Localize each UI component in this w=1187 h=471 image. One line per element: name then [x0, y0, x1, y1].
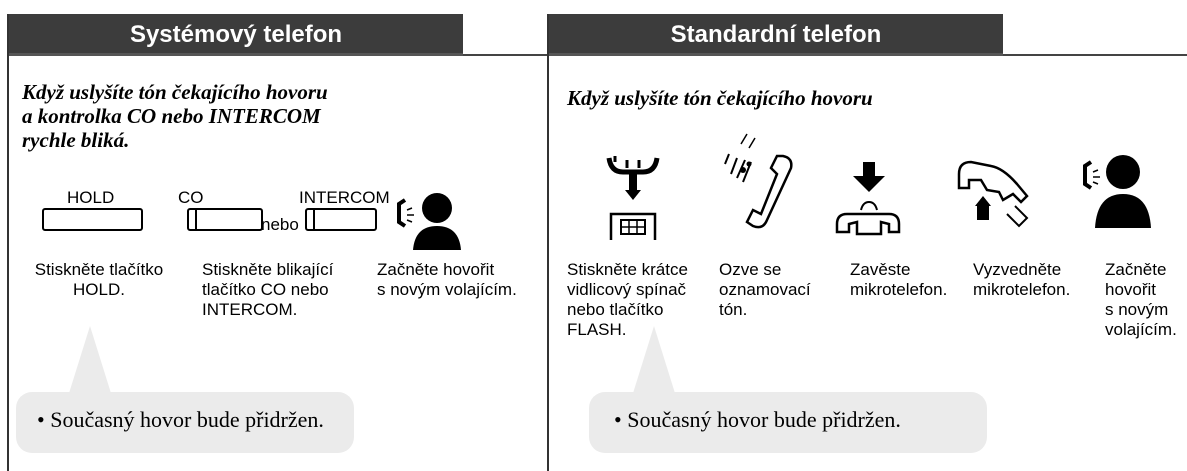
step-co: Stiskněte blikající tlačítko CO nebo INT…	[202, 260, 333, 320]
hold-label: HOLD	[67, 188, 115, 207]
caption-line: Ozve se	[719, 260, 782, 279]
caption-line: tlačítko CO nebo	[202, 280, 329, 299]
caption-line: FLASH.	[567, 320, 627, 339]
intercom-label: INTERCOM	[299, 188, 390, 207]
step-pick-up: Vyzvedněte mikrotelefon.	[973, 260, 1070, 300]
caption-line: HOLD.	[73, 280, 125, 299]
step-dial-tone: Ozve se oznamovací tón.	[719, 260, 811, 320]
caption-line: tón.	[719, 300, 748, 319]
caption-line: Stiskněte krátce	[567, 260, 688, 279]
caption-line: Začněte	[1105, 260, 1167, 279]
header-rule	[463, 54, 547, 56]
system-phone-panel: Systémový telefon Když uslyšíte tón čeka…	[7, 14, 547, 471]
caption-line: hovořit	[1105, 280, 1157, 299]
intro-line: rychle bliká.	[22, 128, 130, 152]
hook-switch-icon	[606, 156, 660, 240]
caption-line: Zavěste	[850, 260, 911, 279]
step-talk: Začněte hovořit s novým volajícím.	[377, 260, 517, 300]
hang-up-icon	[835, 162, 901, 236]
note-text: • Současný hovor bude přidržen.	[37, 407, 324, 432]
standard-phone-panel: Standardní telefon Když uslyšíte tón ček…	[547, 14, 1187, 471]
dial-tone-handset-icon	[724, 133, 793, 229]
caption-line: oznamovací	[719, 280, 811, 299]
system-intro: Když uslyšíte tón čekajícího hovoru a ko…	[22, 80, 328, 152]
talking-person-icon	[1083, 155, 1151, 228]
standard-phone-title: Standardní telefon	[670, 21, 882, 48]
system-phone-header: Systémový telefon	[9, 14, 463, 56]
intercom-button-icon	[305, 208, 377, 231]
caption-line: Začněte hovořit	[377, 260, 495, 279]
standard-phone-header: Standardní telefon	[549, 14, 1003, 56]
step-talk: Začněte hovořit s novým volajícím.	[1105, 260, 1177, 340]
standard-intro: Když uslyšíte tón čekajícího hovoru	[567, 86, 873, 110]
hold-button-icon	[42, 208, 143, 231]
caption-line: nebo tlačítko	[567, 300, 664, 319]
step-flash: Stiskněte krátce vidlicový spínač nebo t…	[567, 260, 688, 340]
intro-line: Když uslyšíte tón čekajícího hovoru	[22, 80, 328, 104]
caption-line: mikrotelefon.	[850, 280, 948, 299]
caption-line: volajícím.	[1105, 320, 1177, 339]
talking-person-icon	[397, 193, 461, 250]
pick-up-icon	[957, 160, 1029, 228]
caption-line: s novým	[1105, 300, 1169, 319]
note-text: • Současný hovor bude přidržen.	[614, 407, 901, 432]
callout-box	[589, 392, 987, 453]
caption-line: Stiskněte tlačítko	[34, 260, 164, 279]
step-hang-up: Zavěste mikrotelefon.	[850, 260, 947, 300]
nebo-label: nebo	[261, 215, 299, 234]
co-label: CO	[178, 188, 204, 207]
caption-line: Stiskněte blikající	[202, 260, 334, 279]
step-hold: Stiskněte tlačítko HOLD.	[24, 260, 174, 300]
caption-line: vidlicový spínač	[567, 280, 687, 299]
caption-line: Vyzvedněte	[973, 260, 1062, 279]
header-rule	[1003, 54, 1187, 56]
caption-line: INTERCOM.	[202, 300, 298, 319]
system-phone-title: Systémový telefon	[129, 21, 343, 48]
caption-line: mikrotelefon.	[973, 280, 1071, 299]
intro-line: a kontrolka CO nebo INTERCOM	[22, 104, 321, 128]
callout-box	[16, 392, 354, 453]
co-button-icon	[187, 208, 263, 231]
caption-line: s novým volajícím.	[377, 280, 517, 299]
